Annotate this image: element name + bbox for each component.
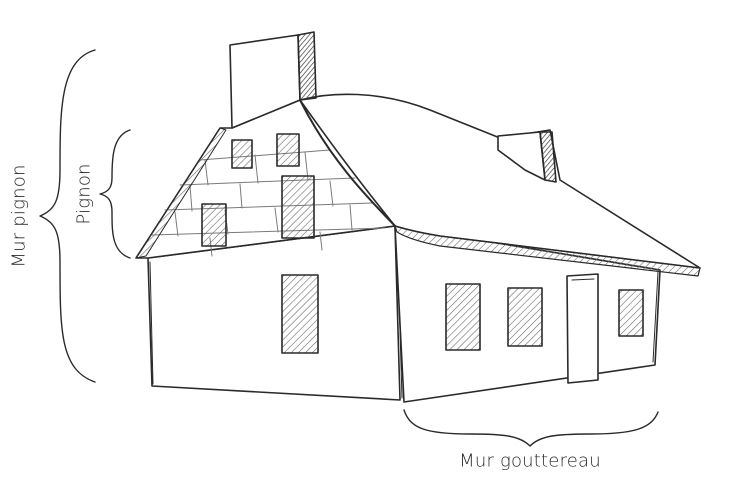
label-pignon: Pignon: [74, 163, 95, 224]
bracket-pignon: [100, 130, 130, 258]
label-mur-gouttereau: Mur gouttereau: [459, 451, 601, 472]
door: [567, 274, 598, 383]
bracket-mur-gouttereau: [404, 410, 658, 446]
label-mur-pignon: Mur pignon: [9, 164, 30, 267]
